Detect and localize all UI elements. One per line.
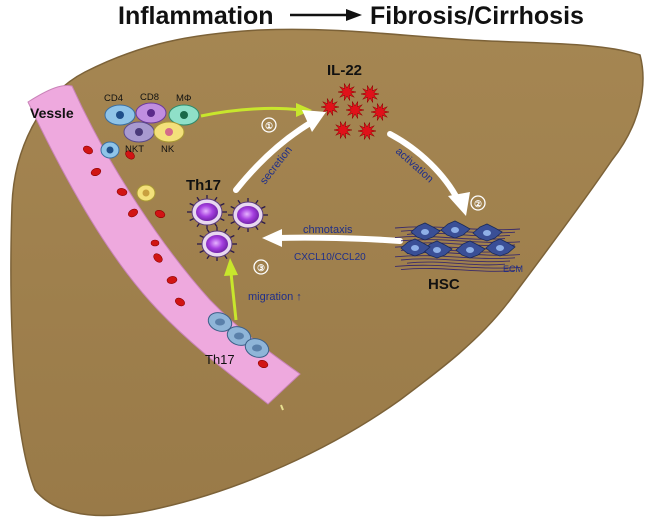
il22-molecule [360, 85, 380, 103]
hsc-nucleus [421, 229, 429, 235]
secretion-arrow [233, 110, 326, 193]
vessel-label: Vessle [30, 105, 74, 121]
ecm-fiber [394, 255, 516, 259]
il22-molecule [320, 98, 340, 116]
th17-cells [187, 195, 268, 261]
th17-top-label: Th17 [186, 177, 221, 194]
svg-text:①: ① [265, 121, 273, 131]
step-2-badge: ② [470, 195, 486, 211]
hsc-nucleus [496, 245, 504, 251]
vessel-yellow-cell [136, 184, 156, 202]
hsc-nucleus [466, 247, 474, 253]
th17-bottom-label: Th17 [205, 352, 235, 367]
il22-molecule [337, 83, 357, 101]
th17-vessel-cells [207, 312, 270, 358]
il22-molecule [357, 122, 377, 140]
il22-molecule [370, 103, 390, 121]
green-arrow-to-il22 [200, 103, 312, 118]
hsc-nucleus [411, 245, 419, 251]
il22-molecule [333, 121, 353, 139]
cd4-label: CD4 [104, 93, 123, 104]
macrophage-label: MΦ [176, 93, 192, 104]
nk-label: NK [161, 144, 175, 155]
header-arrow [290, 9, 362, 21]
il22-label: IL-22 [327, 62, 362, 79]
cd8-cell [135, 102, 167, 124]
header-left-title: Inflammation [118, 2, 274, 30]
svg-text:②: ② [474, 199, 482, 209]
vessel-lymphocyte [100, 141, 120, 159]
svg-text:③: ③ [257, 263, 265, 273]
activation-arrow [387, 131, 470, 216]
th17-cell [228, 198, 268, 232]
cd8-label: CD8 [140, 92, 159, 103]
step-1-badge: ① [261, 117, 277, 133]
hsc-nucleus [433, 247, 441, 253]
ecm-fiber [400, 268, 516, 272]
nk-cell [153, 121, 185, 143]
ecm-label: ECM [503, 264, 523, 274]
liver-shape [10, 28, 644, 517]
ecm-fiber [400, 258, 511, 263]
th17-cell [197, 227, 237, 261]
il22-molecules [320, 83, 390, 140]
macrophage-cell [168, 104, 200, 126]
nkt-cell [123, 121, 155, 143]
red-blood-cells [83, 145, 269, 369]
hsc-cluster [394, 220, 521, 272]
cd4-cell [104, 104, 136, 126]
chemotaxis-arrow [262, 229, 403, 247]
step-3-badge: ③ [253, 259, 269, 275]
header-right-title: Fibrosis/Cirrhosis [370, 2, 584, 30]
hsc-nucleus [483, 230, 491, 236]
th17-cell [187, 195, 227, 229]
migration-label: migration ↑ [248, 291, 302, 303]
tiny-mark [280, 404, 284, 411]
chemokine-label: CXCL10/CCL20 [294, 252, 366, 263]
hsc-nucleus [451, 227, 459, 233]
ecm-fiber [394, 264, 521, 269]
migration-arrow [224, 258, 238, 321]
hsc-label: HSC [428, 276, 460, 293]
chemotaxis-label: chmotaxis [303, 224, 353, 236]
nkt-label: NKT [125, 144, 144, 155]
ecm-fiber [406, 261, 506, 266]
il22-molecule [345, 101, 365, 119]
